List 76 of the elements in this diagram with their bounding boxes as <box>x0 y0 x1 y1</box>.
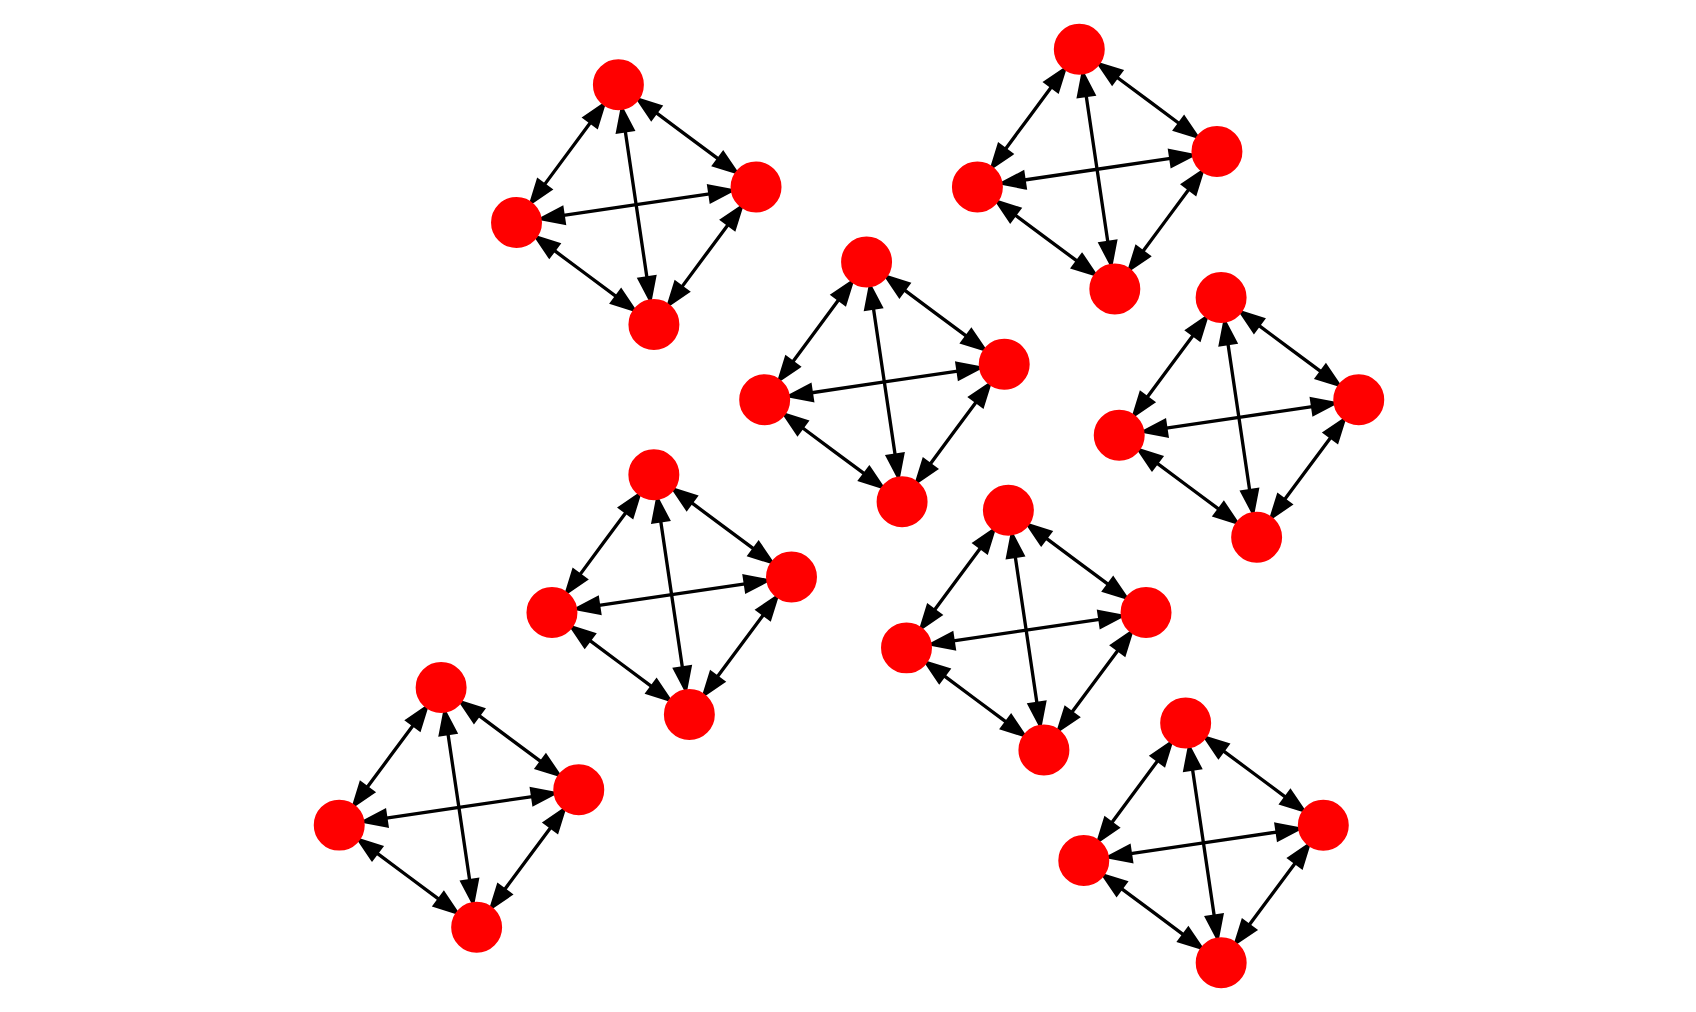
node-circle <box>875 476 927 528</box>
arrow <box>775 277 854 384</box>
arrow <box>1125 167 1205 274</box>
arrow <box>664 202 744 309</box>
node-circle <box>950 161 1002 213</box>
arrow <box>1094 738 1174 845</box>
arrow <box>1093 60 1201 140</box>
arrow <box>353 836 461 916</box>
node-circle <box>1017 724 1069 776</box>
node-circle <box>1092 409 1144 461</box>
arrow <box>1200 734 1307 814</box>
node-circle <box>1159 697 1211 749</box>
arrow <box>437 706 479 908</box>
arrow <box>531 234 638 313</box>
node-circle <box>981 484 1033 536</box>
node-circle <box>1057 835 1109 887</box>
arrow <box>996 148 1197 190</box>
arrow <box>917 525 996 633</box>
node-circle <box>591 59 643 111</box>
arrow <box>1138 396 1339 438</box>
arrow <box>912 379 992 487</box>
arrow <box>1231 840 1311 948</box>
arrow <box>1023 521 1130 601</box>
node-circle <box>450 901 502 953</box>
arrow <box>649 494 692 695</box>
node-circle <box>312 799 364 851</box>
arrow <box>614 104 656 305</box>
node-circle <box>414 661 466 713</box>
node-circle <box>627 299 679 351</box>
arrow <box>1267 415 1347 522</box>
node-circle <box>738 374 790 426</box>
node-circle <box>1296 799 1348 851</box>
arrow <box>527 100 606 207</box>
arrow <box>1217 316 1259 518</box>
node-circle <box>880 622 931 674</box>
arrow <box>925 609 1126 651</box>
node-circle <box>1332 374 1384 426</box>
node-circle <box>1194 937 1246 989</box>
arrow <box>1129 313 1209 420</box>
node-circle <box>729 161 781 213</box>
node-circle <box>1052 23 1104 75</box>
node-circle <box>1230 511 1282 563</box>
node-circle <box>1119 586 1171 638</box>
arrow <box>1235 309 1343 389</box>
arrow <box>1133 446 1240 526</box>
arrow <box>921 659 1028 739</box>
arrow <box>1098 872 1205 952</box>
arrow <box>349 703 429 810</box>
arrow <box>1004 529 1046 731</box>
node-circle <box>662 689 714 741</box>
node-circle <box>765 551 816 603</box>
node-circle <box>1088 263 1140 315</box>
arrow <box>1075 68 1117 270</box>
node-circle <box>525 586 577 638</box>
node-circle <box>977 338 1029 390</box>
arrow <box>358 786 559 828</box>
arrow <box>881 273 988 353</box>
arrow <box>566 624 673 703</box>
node-circle <box>1190 126 1242 177</box>
arrow <box>668 486 775 566</box>
node-circle <box>552 764 604 816</box>
arrow <box>455 699 563 779</box>
arrow <box>779 411 886 491</box>
node-circle <box>490 196 541 248</box>
arrow <box>988 64 1067 172</box>
arrow <box>487 805 567 912</box>
arrow <box>862 281 904 482</box>
arrow <box>992 198 1099 278</box>
arrow <box>633 96 740 176</box>
arrow <box>1181 742 1223 943</box>
arrow <box>562 490 642 597</box>
arrow <box>1054 628 1134 735</box>
arrow <box>699 592 779 699</box>
node-circle <box>1194 271 1246 323</box>
node-circle <box>840 236 892 288</box>
node-circle <box>627 449 679 501</box>
